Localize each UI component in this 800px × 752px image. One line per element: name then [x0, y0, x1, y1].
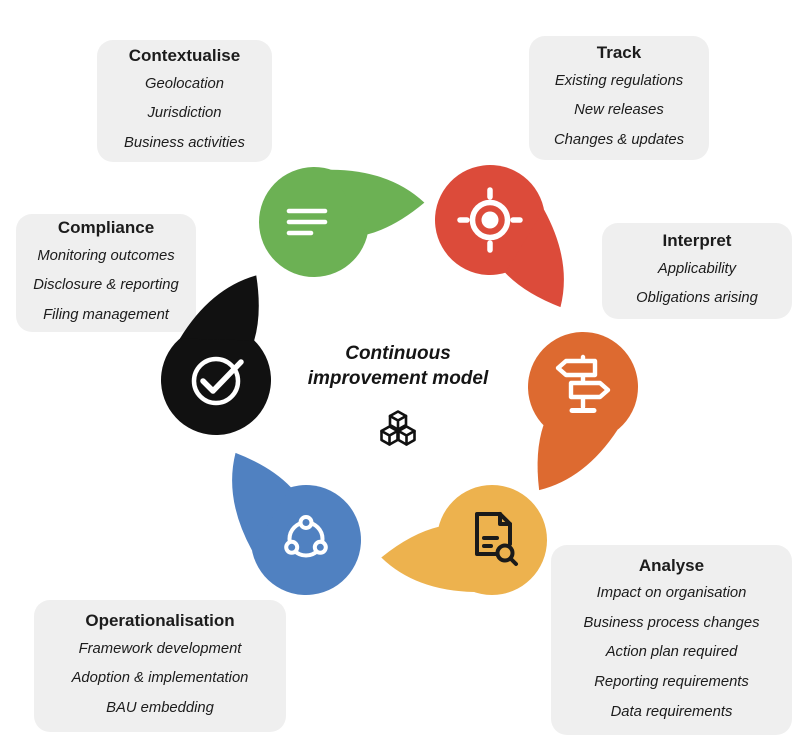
label-group-operationalisation: Operationalisation Framework development… — [34, 600, 286, 732]
bubble-shape — [161, 275, 271, 435]
group-item: Applicability — [657, 260, 737, 277]
group-item: Action plan required — [605, 644, 738, 661]
label-group-contextualise: Contextualise Geolocation Jurisdiction B… — [97, 40, 272, 162]
node-track — [320, 50, 660, 390]
label-group-analyse: Analyse Impact on organisation Business … — [551, 545, 792, 735]
group-item: Reporting requirements — [594, 673, 749, 690]
node-operationalisation — [136, 370, 476, 710]
node-interpret — [413, 217, 753, 557]
group-item: Data requirements — [610, 703, 733, 720]
group-item: Changes & updates — [554, 131, 684, 148]
group-title: Compliance — [57, 218, 155, 238]
group-item: Framework development — [78, 640, 242, 657]
group-item: BAU embedding — [106, 699, 214, 716]
group-item: Monitoring outcomes — [37, 247, 175, 264]
group-item: Impact on organisation — [596, 585, 747, 602]
group-item: Adoption & implementation — [71, 670, 249, 687]
group-item: Business activities — [124, 134, 245, 151]
label-group-interpret: Interpret Applicability Obligations aris… — [602, 223, 792, 319]
group-title: Track — [596, 43, 642, 63]
group-title: Analyse — [638, 555, 705, 575]
group-item: Business process changes — [583, 614, 760, 631]
signpost-icon — [555, 354, 611, 413]
target-icon — [457, 187, 523, 253]
group-item: Existing regulations — [554, 72, 684, 89]
group-title: Operationalisation — [85, 611, 235, 631]
group-item: Filing management — [43, 306, 169, 323]
node-contextualise — [144, 52, 484, 392]
check-circle-icon — [191, 356, 244, 406]
group-item: Obligations arising — [636, 290, 758, 307]
node-compliance — [46, 210, 386, 550]
group-item: New releases — [574, 102, 664, 119]
label-group-track: Track Existing regulations New releases … — [529, 36, 709, 160]
share-icon — [284, 515, 328, 558]
group-title: Interpret — [662, 231, 732, 251]
document-search-icon — [475, 512, 518, 566]
list-icon — [286, 208, 328, 236]
group-item: Jurisdiction — [147, 105, 222, 122]
cubes-icon — [374, 408, 422, 457]
group-item: Disclosure & reporting — [33, 277, 179, 294]
group-title: Contextualise — [128, 46, 241, 66]
diagram-title: Continuous improvement model — [307, 343, 489, 390]
label-group-compliance: Compliance Monitoring outcomes Disclosur… — [16, 214, 196, 332]
node-analyse — [322, 370, 662, 710]
group-item: Geolocation — [145, 75, 224, 92]
bubble-shape — [232, 452, 361, 595]
